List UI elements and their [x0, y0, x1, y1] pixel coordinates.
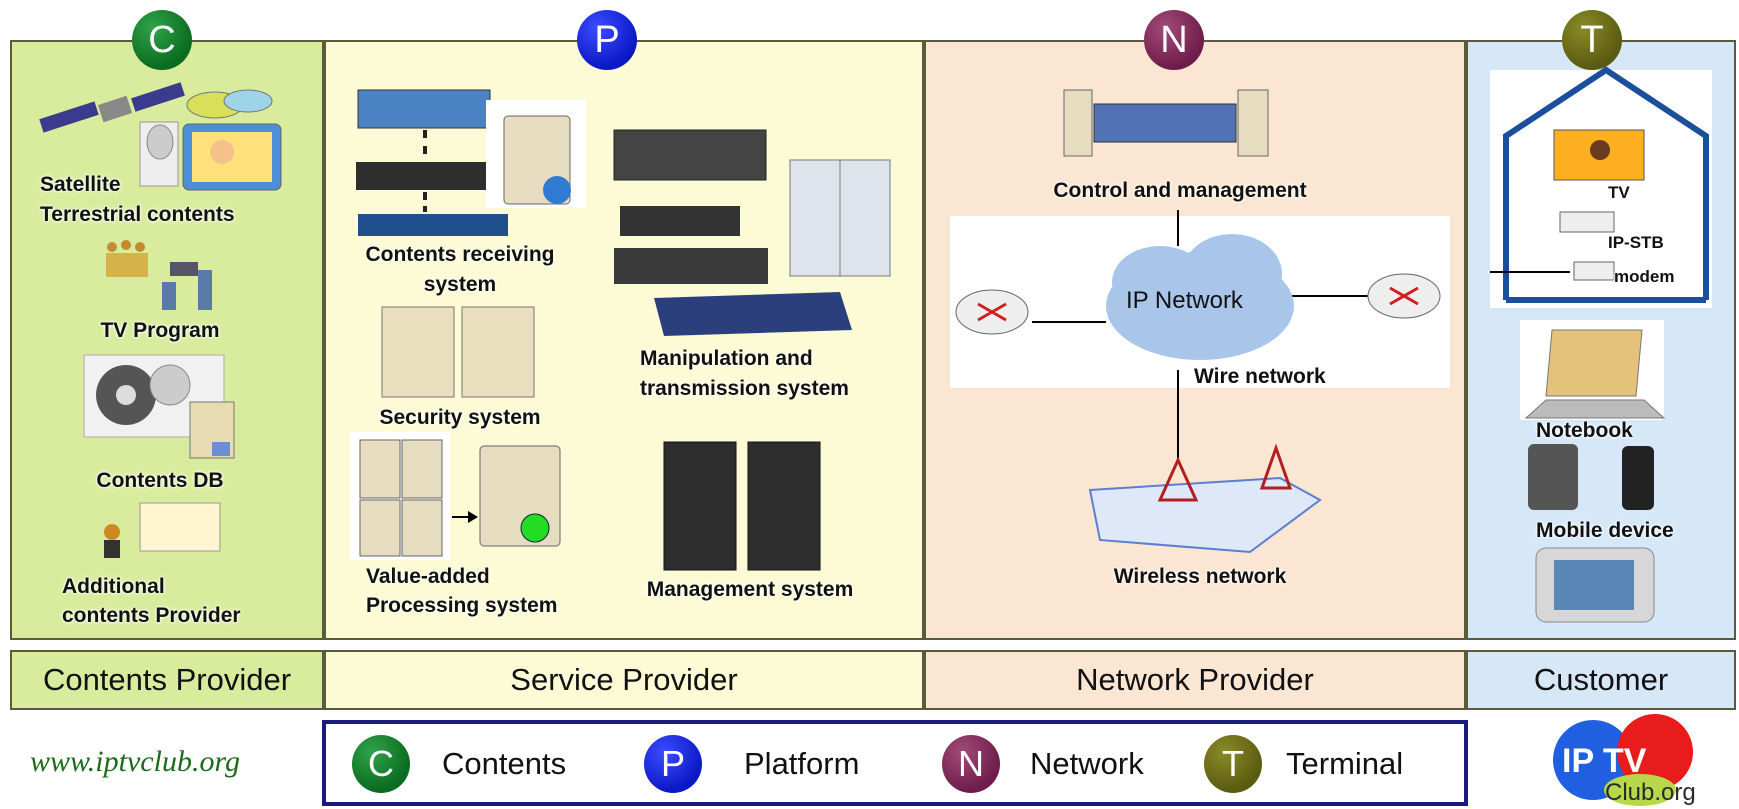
manipulation-label-1: Manipulation and — [640, 347, 813, 370]
additional-provider-label-2: contents Provider — [62, 604, 241, 627]
router-right-icon — [1367, 273, 1441, 319]
router-device-icon — [654, 292, 852, 336]
ip-stb-icon — [1559, 211, 1615, 233]
ip-stb-label: IP-STB — [1608, 233, 1664, 252]
cartoon-tv-icon — [182, 123, 282, 191]
additional-provider-label-1: Additional — [62, 575, 165, 598]
control-servers-icon — [1063, 89, 1269, 157]
legend-contents-icon: C — [352, 735, 410, 793]
modem-label: modem — [1614, 267, 1675, 286]
satellite-dish-icon — [139, 121, 179, 187]
legend: C Contents P Platform N Network T Termin… — [322, 720, 1468, 806]
tv-program-label: TV Program — [100, 319, 220, 342]
database-server-icon — [189, 401, 235, 459]
ip-network-label: IP Network — [1126, 287, 1243, 314]
notebook-icon — [1520, 320, 1666, 420]
contents-db-label: Contents DB — [96, 469, 224, 492]
terminal-circle-icon: T — [1562, 10, 1622, 70]
receiving-server-icon — [486, 100, 586, 208]
value-added-label-1: Value-added — [366, 565, 490, 588]
manipulation-label-2: transmission system — [640, 377, 849, 400]
rack-equipment-icon — [613, 129, 768, 284]
processing-server-icon — [479, 445, 561, 547]
customer-label: Customer — [1466, 650, 1736, 710]
rack-cabinet-icon — [789, 159, 891, 277]
control-management-label: Control and management — [1053, 179, 1307, 202]
legend-platform-label: Platform — [744, 746, 860, 781]
receiving-equipment-icon — [356, 89, 508, 236]
ip-network-cloud-icon — [1106, 234, 1294, 360]
legend-terminal-icon: T — [1204, 735, 1262, 793]
iptv-club-logo: IP TV Club.org — [1553, 714, 1696, 806]
network-circle-icon: N — [1144, 10, 1204, 70]
satellite-icon — [39, 82, 185, 133]
legend-terminal-label: Terminal — [1286, 746, 1404, 781]
legend-network-icon: N — [942, 735, 1000, 793]
notebook-label: Notebook — [1536, 419, 1633, 442]
router-left-icon — [955, 289, 1029, 335]
website-url: www.iptvclub.org — [30, 745, 240, 778]
legend-network-label: Network — [1030, 746, 1144, 781]
svg-text:Club.org: Club.org — [1605, 779, 1696, 806]
contents-receiving-label-2: system — [423, 273, 497, 296]
wireless-network-label: Wireless network — [1113, 565, 1287, 588]
wire-network-label: Wire network — [1194, 365, 1326, 388]
security-system-label: Security system — [379, 406, 541, 429]
security-server-icon — [381, 306, 535, 398]
disc-icon — [186, 89, 273, 119]
legend-platform-icon: P — [644, 735, 702, 793]
mobile-phone-icon — [1528, 444, 1654, 510]
legend-contents-label: Contents — [442, 746, 567, 781]
svg-text:IP TV: IP TV — [1562, 742, 1647, 780]
antenna-tower-icon — [1157, 443, 1293, 502]
presentation-icon — [104, 502, 221, 558]
house-icon — [1503, 66, 1709, 303]
terrestrial-label: Terrestrial contents — [40, 203, 235, 226]
people-icon — [106, 240, 148, 277]
arrow-right-icon — [452, 511, 478, 523]
wireless-hex-grid-icon — [1088, 476, 1322, 554]
contents-receiving-label-1: Contents receiving — [365, 243, 555, 266]
tv-icon — [1553, 129, 1645, 181]
satellite-label: Satellite — [40, 173, 121, 196]
camera-crew-icon — [162, 262, 212, 310]
pda-icon — [1535, 547, 1655, 623]
value-added-server-icon — [350, 432, 450, 560]
contents-provider-label: Contents Provider — [10, 650, 324, 710]
platform-circle-icon: P — [577, 10, 637, 70]
tv-label: TV — [1608, 183, 1630, 202]
management-system-label: Management system — [646, 578, 854, 601]
modem-icon — [1573, 261, 1615, 281]
value-added-label-2: Processing system — [366, 594, 558, 617]
contents-circle-icon: C — [132, 10, 192, 70]
service-provider-label: Service Provider — [324, 650, 924, 710]
network-provider-label: Network Provider — [924, 650, 1466, 710]
mobile-device-label: Mobile device — [1536, 519, 1674, 542]
management-tower-icon — [663, 441, 821, 571]
